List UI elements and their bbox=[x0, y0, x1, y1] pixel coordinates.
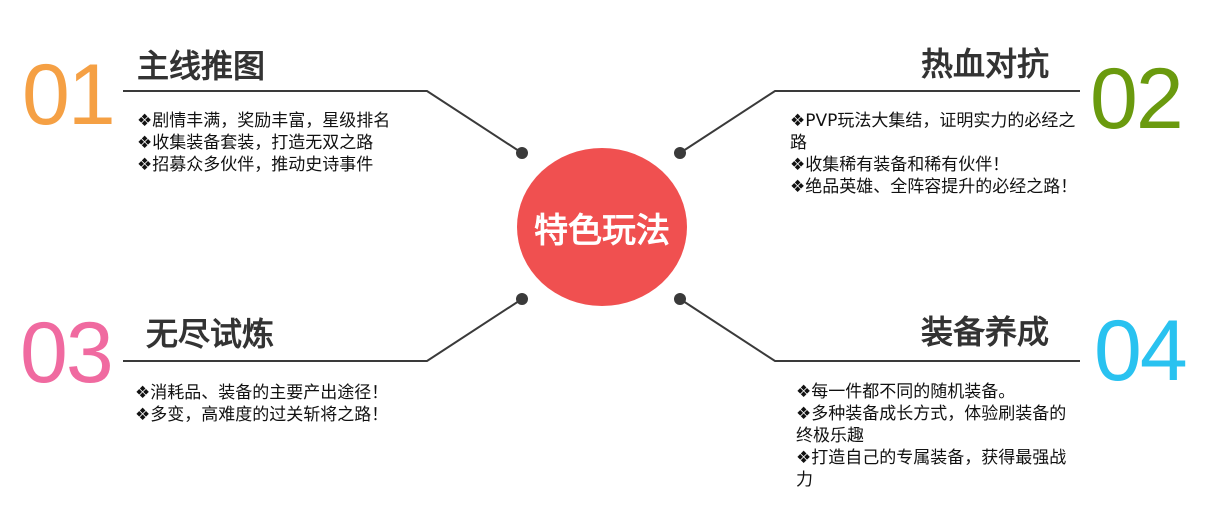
list-item: ❖收集稀有装备和稀有伙伴！ bbox=[790, 155, 1010, 175]
list-item: ❖每一件都不同的随机装备。 bbox=[796, 382, 1016, 402]
section-title-04: 装备养成 bbox=[921, 313, 1050, 351]
connector-dot-02 bbox=[674, 147, 686, 159]
list-item: ❖打造自己的专属装备，获得最强战力 bbox=[796, 448, 1067, 490]
list-item: ❖收集装备套装，打造无双之路 bbox=[137, 133, 374, 153]
list-item: ❖多变，高难度的过关斩将之路！ bbox=[135, 405, 389, 425]
center-circle: 特色玩法 bbox=[517, 148, 687, 306]
connector-dot-04 bbox=[674, 293, 686, 305]
connector-01 bbox=[123, 90, 523, 154]
section-title-03: 无尽试炼 bbox=[146, 315, 275, 353]
list-item: ❖PVP玩法大集结，证明实力的必经之路 bbox=[790, 111, 1076, 153]
connector-dot-01 bbox=[516, 147, 528, 159]
section-items-02: ❖PVP玩法大集结，证明实力的必经之路 ❖收集稀有装备和稀有伙伴！ ❖绝品英雄、… bbox=[790, 110, 1080, 198]
connector-03 bbox=[123, 298, 523, 362]
connector-04 bbox=[679, 298, 1080, 362]
section-number-03: 03 bbox=[20, 305, 114, 401]
section-title-02: 热血对抗 bbox=[921, 45, 1050, 83]
section-number-01: 01 bbox=[22, 47, 116, 143]
section-items-03: ❖消耗品、装备的主要产出途径！ ❖多变，高难度的过关斩将之路！ bbox=[135, 382, 435, 426]
list-item: ❖消耗品、装备的主要产出途径！ bbox=[135, 383, 389, 403]
list-item: ❖剧情丰满，奖励丰富，星级排名 bbox=[137, 111, 391, 131]
connector-02 bbox=[679, 90, 1080, 154]
section-number-04: 04 bbox=[1094, 303, 1188, 399]
section-title-01: 主线推图 bbox=[137, 47, 266, 85]
connector-dot-03 bbox=[516, 293, 528, 305]
section-items-04: ❖每一件都不同的随机装备。 ❖多种装备成长方式，体验刷装备的终极乐趣 ❖打造自己… bbox=[796, 381, 1076, 491]
section-items-01: ❖剧情丰满，奖励丰富，星级排名 ❖收集装备套装，打造无双之路 ❖招募众多伙伴，推… bbox=[137, 110, 437, 176]
list-item: ❖多种装备成长方式，体验刷装备的终极乐趣 bbox=[796, 404, 1067, 446]
section-number-02: 02 bbox=[1090, 51, 1184, 147]
list-item: ❖绝品英雄、全阵容提升的必经之路！ bbox=[790, 177, 1078, 197]
center-label: 特色玩法 bbox=[534, 210, 670, 251]
list-item: ❖招募众多伙伴，推动史诗事件 bbox=[137, 155, 374, 175]
